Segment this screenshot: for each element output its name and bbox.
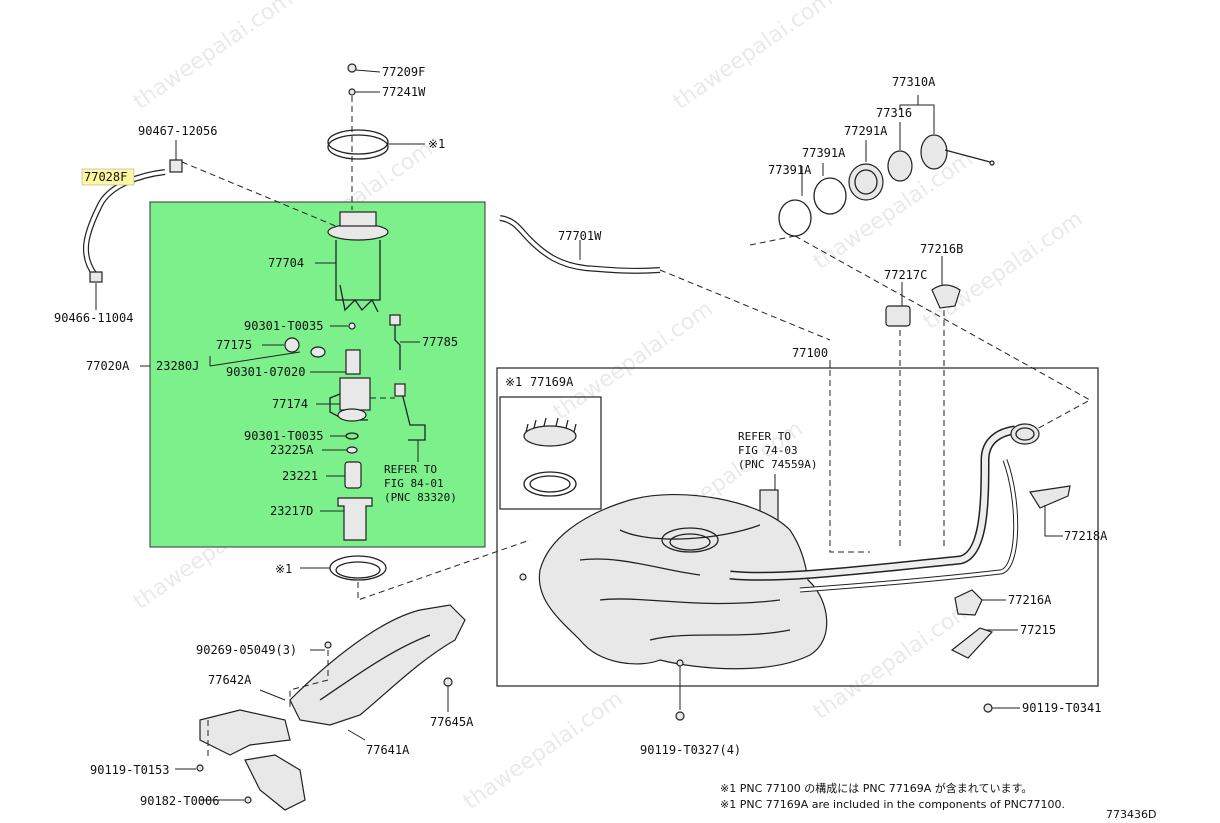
label-90301-T0035-a[interactable]: 90301-T0035 <box>244 319 323 333</box>
label-77169A[interactable]: 77169A <box>530 375 574 389</box>
label-note1-169: ※1 <box>505 375 522 389</box>
label-90466-11004[interactable]: 90466-11004 <box>54 311 133 325</box>
fuel-hose-77028F <box>82 140 351 310</box>
selected-label-highlight <box>81 168 135 186</box>
lower-clamps <box>950 589 1020 713</box>
figure-id: 773436D <box>1106 808 1156 821</box>
label-90467-12056[interactable]: 90467-12056 <box>138 124 217 138</box>
label-77291A[interactable]: 77291A <box>844 124 888 138</box>
label-77316[interactable]: 77316 <box>876 106 912 120</box>
label-77310A[interactable]: 77310A <box>892 75 936 89</box>
label-77216B[interactable]: 77216B <box>920 242 963 256</box>
fuel-tank-77100 <box>519 493 828 710</box>
label-23217D[interactable]: 23217D <box>270 504 313 518</box>
gasket-kit-box <box>499 396 602 510</box>
gasket-kit-parts <box>523 417 577 497</box>
label-77785[interactable]: 77785 <box>422 335 458 349</box>
label-23221[interactable]: 23221 <box>282 469 318 483</box>
lower-ring <box>300 539 531 601</box>
tank-assembly-box <box>496 367 1099 687</box>
label-77174[interactable]: 77174 <box>272 397 308 411</box>
label-77100[interactable]: 77100 <box>792 346 828 360</box>
label-77175[interactable]: 77175 <box>216 338 252 352</box>
fuel-pump-parts <box>140 211 426 541</box>
refer-84-line1: REFER TO <box>384 463 437 476</box>
footnotes: ※1 PNC 77100 の構成には PNC 77169A が含まれています。 … <box>720 781 1156 821</box>
watermark: thaweepalai.com <box>809 596 978 724</box>
label-90119-T0153[interactable]: 90119-T0153 <box>90 763 169 777</box>
watermark: thaweepalai.com <box>129 0 298 115</box>
label-90119-T0327[interactable]: 90119-T0327(4) <box>640 743 741 757</box>
label-77701W[interactable]: 77701W <box>558 229 602 243</box>
refer-74-line3: (PNC 74559A) <box>738 458 817 471</box>
vent-hose-group <box>253 63 425 210</box>
label-77241W[interactable]: 77241W <box>382 85 426 99</box>
fuel-pump-assembly-highlight[interactable] <box>149 201 486 548</box>
label-77209F[interactable]: 77209F <box>382 65 425 79</box>
label-77216A[interactable]: 77216A <box>1008 593 1052 607</box>
footnote-english: ※1 PNC 77169A are included in the compon… <box>720 798 1065 811</box>
refer-74-line2[interactable]: FIG 74-03 <box>738 444 798 457</box>
refer-74-line1: REFER TO <box>738 430 791 443</box>
refer-84-line3: (PNC 83320) <box>384 491 457 504</box>
part-labels: 77209F 77241W ※1 90467-12056 77028F 9046… <box>54 65 1108 808</box>
label-90301-07020[interactable]: 90301-07020 <box>226 365 305 379</box>
label-77642A[interactable]: 77642A <box>208 673 252 687</box>
bracket-77218A <box>1029 485 1071 509</box>
footnote-japanese: ※1 PNC 77100 の構成には PNC 77169A が含まれています。 <box>720 781 1032 795</box>
label-77215[interactable]: 77215 <box>1020 623 1056 637</box>
label-23280J[interactable]: 23280J <box>156 359 199 373</box>
label-note1-top: ※1 <box>428 137 445 151</box>
label-90301-T0035-b[interactable]: 90301-T0035 <box>244 429 323 443</box>
watermark: thaweepalai.com <box>459 686 628 814</box>
label-90269-05049[interactable]: 90269-05049(3) <box>196 643 297 657</box>
fuel-pipe-77701W <box>499 215 831 341</box>
label-note1-low: ※1 <box>275 562 292 576</box>
watermark: thaweepalai.com <box>669 0 838 115</box>
watermark: thaweepalai.com <box>549 296 718 424</box>
refer-84-line2[interactable]: FIG 84-01 <box>384 477 444 490</box>
label-90119-T0341[interactable]: 90119-T0341 <box>1022 701 1101 715</box>
label-77218A[interactable]: 77218A <box>1064 529 1108 543</box>
label-77704[interactable]: 77704 <box>268 256 304 270</box>
label-77020A[interactable]: 77020A <box>86 359 130 373</box>
label-23225A[interactable]: 23225A <box>270 443 314 457</box>
filler-cap-group <box>749 95 1092 431</box>
label-90182-T0006[interactable]: 90182-T0006 <box>140 794 219 808</box>
label-77641A[interactable]: 77641A <box>366 743 410 757</box>
bolt-marker <box>675 711 685 721</box>
label-77217C[interactable]: 77217C <box>884 268 927 282</box>
label-77645A[interactable]: 77645A <box>430 715 474 729</box>
tank-straps <box>175 604 466 811</box>
filler-pipe <box>729 423 1040 593</box>
label-77391A-b[interactable]: 77391A <box>768 163 812 177</box>
clamps-group <box>885 256 961 550</box>
label-77028F[interactable]: 77028F <box>84 170 127 184</box>
label-77391A-a[interactable]: 77391A <box>802 146 846 160</box>
